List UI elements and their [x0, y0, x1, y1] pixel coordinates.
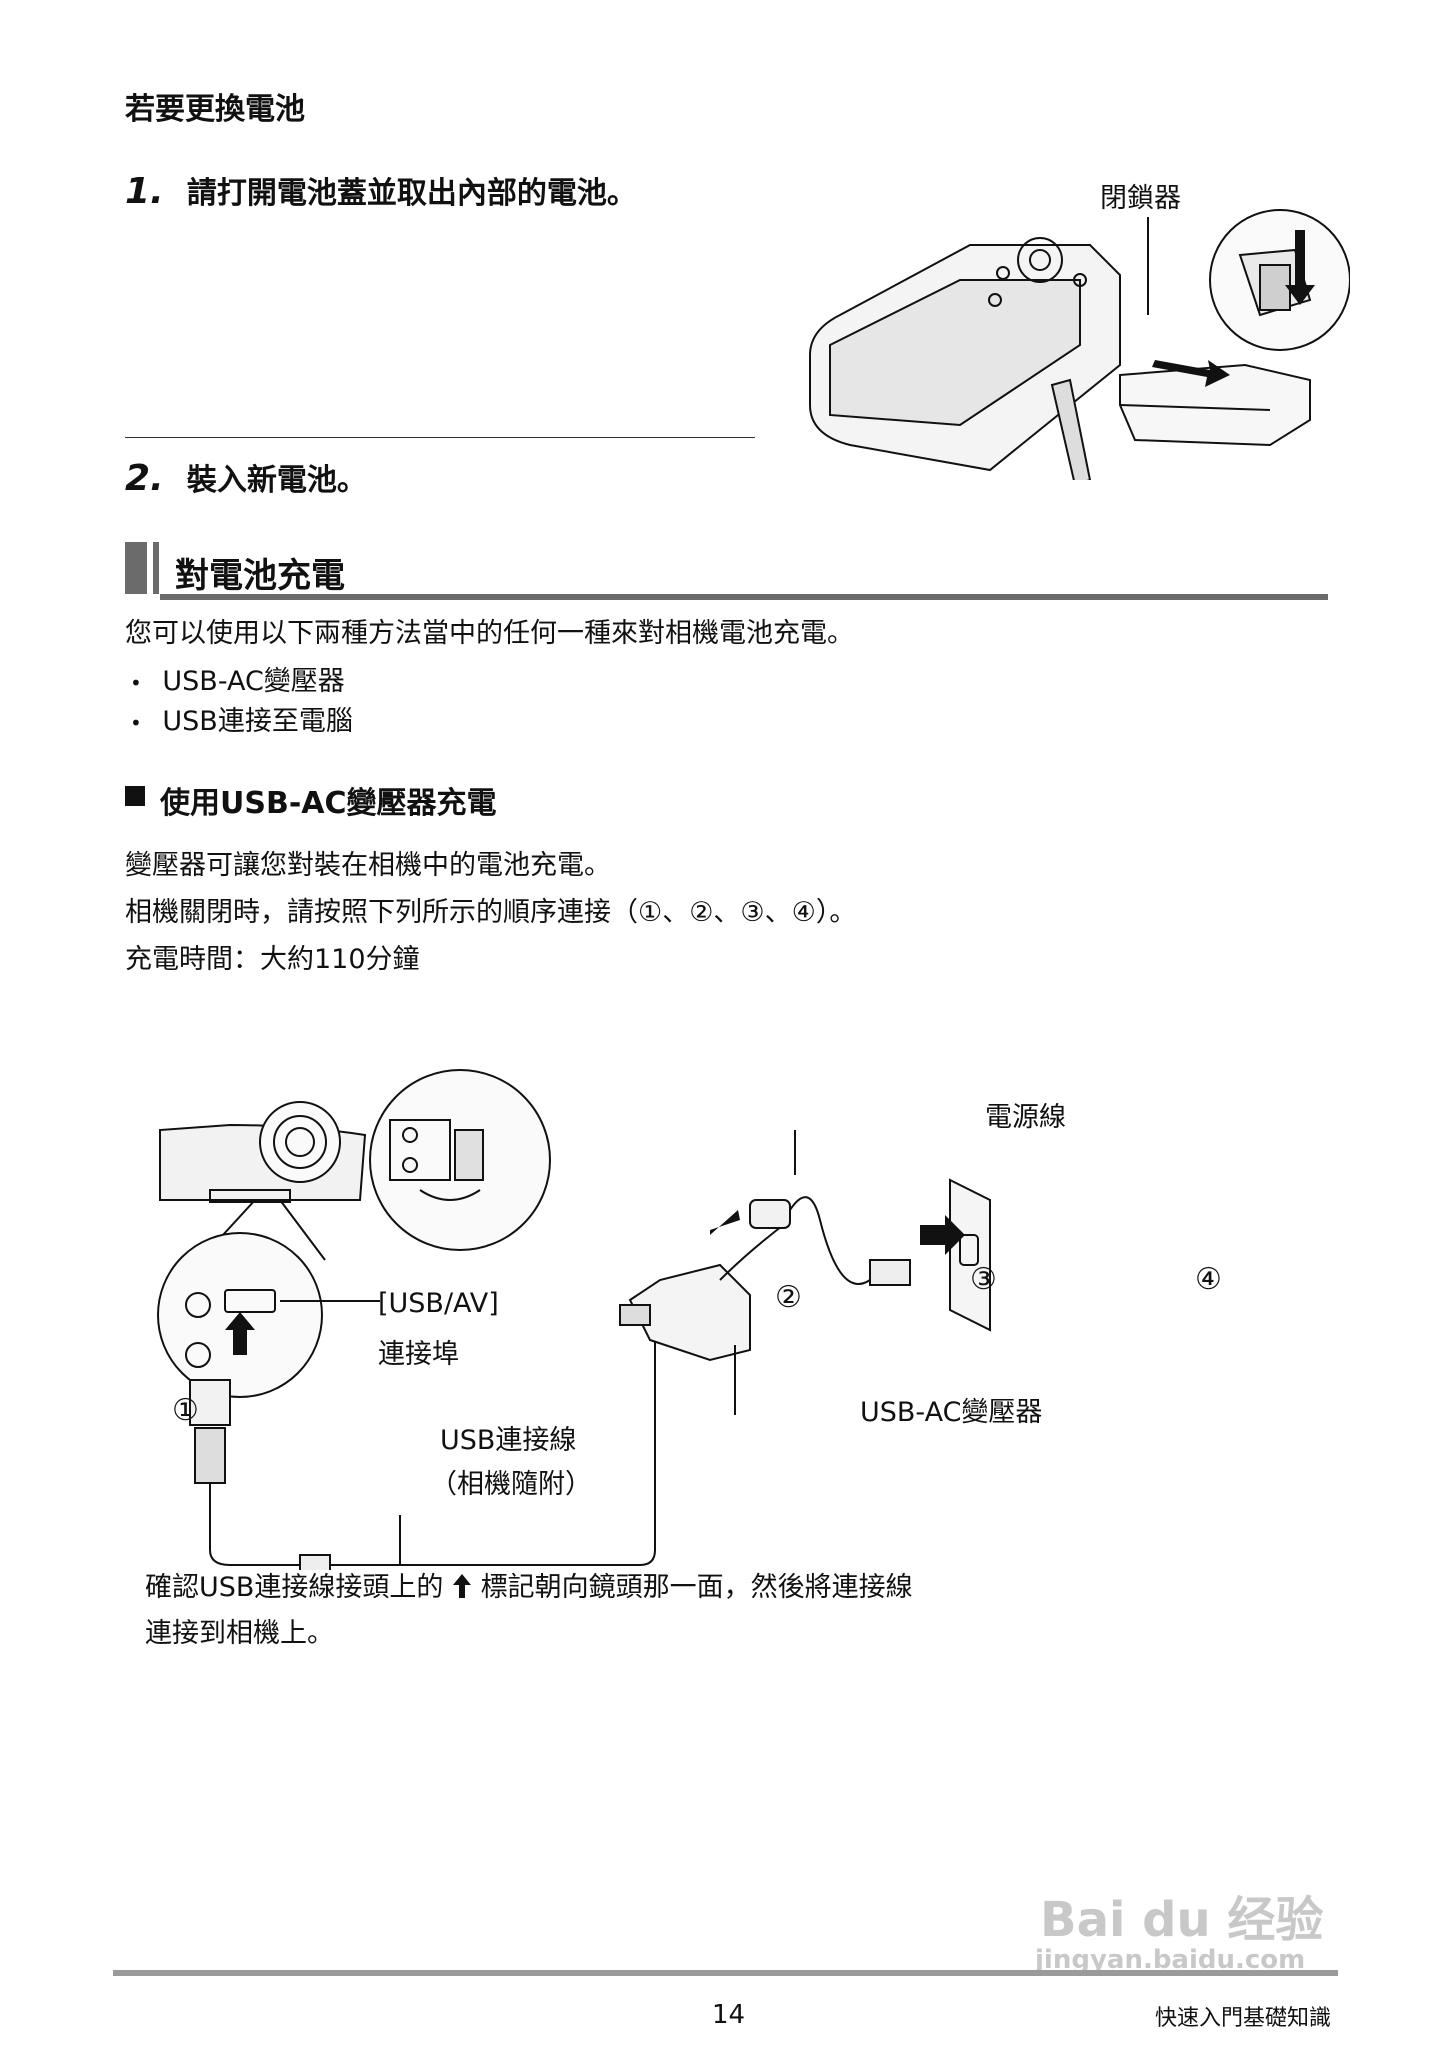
step-2-text: 裝入新電池。	[186, 463, 367, 498]
power-cord-label: 電源線	[985, 1102, 1066, 1133]
square-bullet-icon	[125, 786, 145, 806]
step-1-text: 請打開電池蓋並取出內部的電池。	[186, 176, 637, 211]
step-2-number: 2.	[125, 458, 164, 499]
replace-battery-heading: 若要更換電池	[125, 92, 305, 127]
usb-cable-note: （相機隨附）	[430, 1469, 592, 1500]
subsection-line: 相機關閉時，請按照下列所示的順序連接（①、②、③、④）。	[125, 897, 857, 928]
step-2: 2. 裝入新電池。	[125, 455, 367, 499]
usb-orientation-note: 確認USB連接線接頭上的 標記朝向鏡頭那一面，然後將連接線	[145, 1572, 913, 1604]
subsection-title: 使用USB-AC變壓器充電	[160, 786, 497, 821]
latch-label: 閉鎖器	[1100, 183, 1181, 214]
section-marker-bar	[125, 542, 147, 594]
bullet-icon: •	[130, 711, 142, 735]
step-number-2: ②	[775, 1280, 802, 1315]
usb-cable-label: USB連接線	[440, 1425, 577, 1456]
step-1: 1. 請打開電池蓋並取出內部的電池。	[125, 168, 637, 212]
page-number: 14	[712, 2000, 746, 2030]
step-number-4: ④	[1195, 1262, 1222, 1297]
bullet-item: • USB連接至電腦	[130, 706, 353, 738]
bullet-text: USB連接至電腦	[162, 706, 353, 737]
camera-battery-illustration	[809, 209, 1350, 480]
subsection-line: 變壓器可讓您對裝在相機中的電池充電。	[125, 850, 611, 881]
step-divider	[125, 437, 755, 438]
section-underline	[160, 594, 1328, 600]
step-1-number: 1.	[125, 171, 164, 212]
section-title: 對電池充電	[175, 556, 345, 596]
usb-port-label-2: 連接埠	[378, 1339, 459, 1370]
step-number-3: ③	[970, 1262, 997, 1297]
adapter-label: USB-AC變壓器	[860, 1397, 1043, 1428]
note-text-b: 標記朝向鏡頭那一面，然後將連接線	[480, 1572, 913, 1603]
note-text-a: 確認USB連接線接頭上的	[145, 1572, 444, 1603]
footer-rule	[113, 1970, 1338, 1976]
bullet-item: • USB-AC變壓器	[130, 666, 345, 698]
step-number-1: ①	[172, 1393, 199, 1428]
footer-section-name: 快速入門基礎知識	[1155, 2006, 1332, 2031]
subsection-line: 充電時間：大約110分鐘	[125, 944, 420, 975]
usb-port-label: [USB/AV]	[378, 1288, 499, 1319]
charging-diagram	[157, 1069, 991, 1570]
baidu-watermark-logo: Bai du 经验	[1040, 1892, 1324, 1948]
bullet-icon: •	[130, 671, 142, 695]
up-arrow-icon	[453, 1574, 472, 1598]
section-intro: 您可以使用以下兩種方法當中的任何一種來對相機電池充電。	[125, 618, 854, 649]
usb-orientation-note-2: 連接到相機上。	[145, 1618, 334, 1649]
bullet-text: USB-AC變壓器	[162, 666, 345, 697]
section-marker-thin	[153, 542, 159, 594]
